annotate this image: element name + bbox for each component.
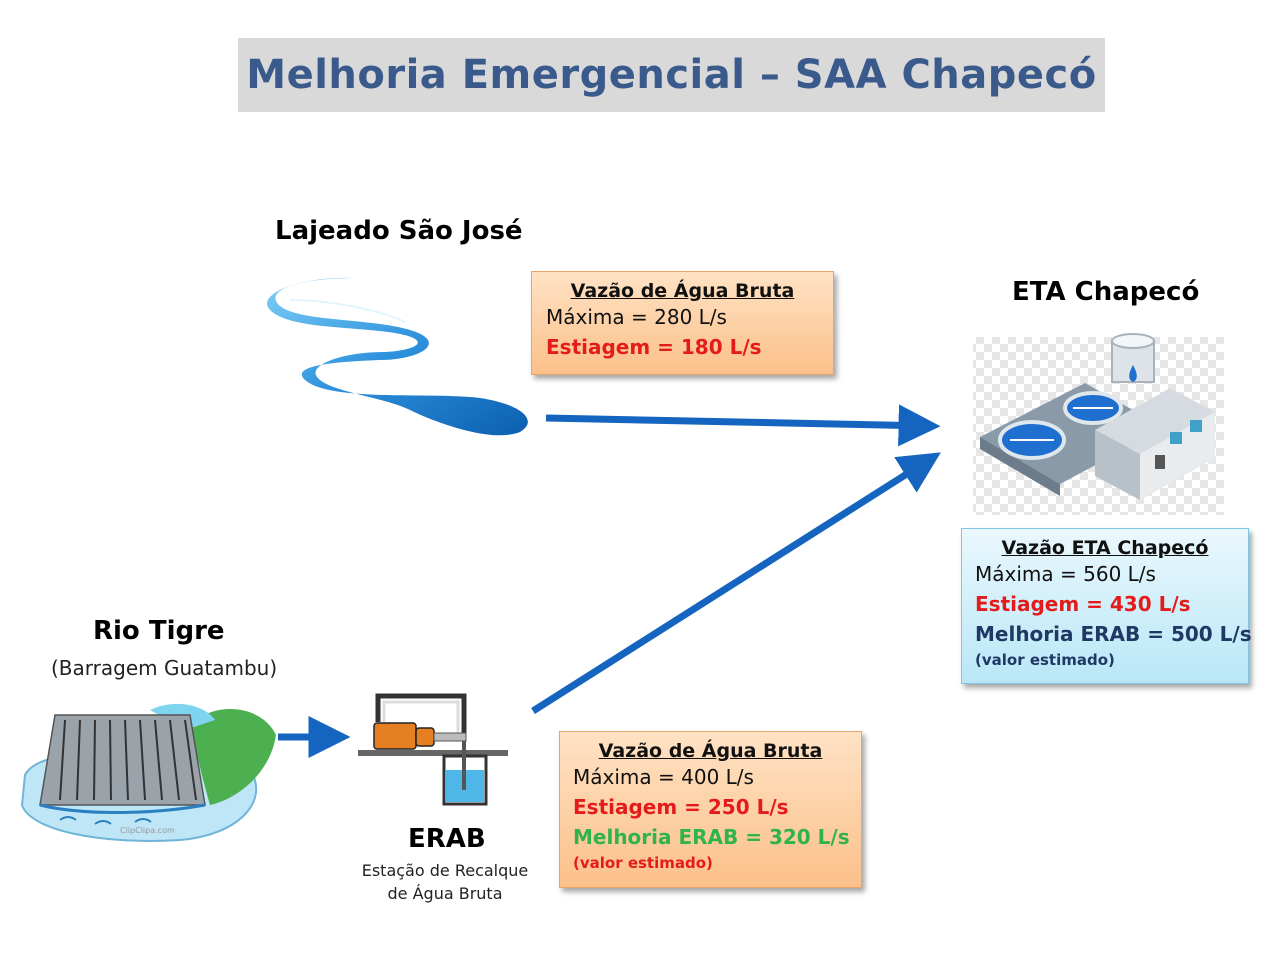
rio-flow-note: (valor estimado)	[573, 854, 713, 872]
rio-flow-box: Vazão de Água Bruta Máxima = 400 L/s Est…	[559, 731, 862, 888]
erab-desc-line1: Estação de Recalque	[361, 861, 529, 880]
eta-flow-note: (valor estimado)	[975, 651, 1115, 669]
lajeado-flow-estiagem: Estiagem = 180 L/s	[546, 335, 762, 359]
river-icon	[267, 277, 528, 436]
page-title: Melhoria Emergencial – SAA Chapecó	[246, 52, 1097, 98]
eta-flow-title: Vazão ETA Chapecó	[1001, 537, 1209, 559]
arrow-lajeado-eta	[545, 404, 941, 447]
erab-desc-line2: de Água Bruta	[387, 884, 503, 903]
dam-icon	[20, 703, 276, 842]
lajeado-label: Lajeado São José	[275, 216, 523, 246]
eta-flow-maxima: Máxima = 560 L/s	[975, 562, 1156, 586]
erab-label: ERAB	[408, 824, 486, 854]
lajeado-flow-box: Vazão de Água Bruta Máxima = 280 L/s Est…	[531, 271, 834, 375]
eta-label: ETA Chapecó	[1012, 277, 1200, 307]
eta-flow-box: Vazão ETA Chapecó Máxima = 560 L/s Estia…	[961, 528, 1252, 684]
lajeado-flow-title: Vazão de Água Bruta	[570, 280, 795, 302]
lajeado-flow-maxima: Máxima = 280 L/s	[546, 305, 727, 329]
arrow-erab-eta	[531, 452, 941, 714]
rio-flow-title: Vazão de Água Bruta	[598, 740, 823, 762]
water-treatment-plant-icon	[973, 333, 1224, 515]
eta-flow-estiagem: Estiagem = 430 L/s	[975, 592, 1191, 616]
rio-tigre-label: Rio Tigre	[93, 616, 225, 646]
rio-tigre-subtitle: (Barragem Guatambu)	[51, 656, 278, 680]
dam-watermark: ClipClipa.com	[120, 826, 175, 835]
pump-station-icon	[358, 693, 508, 806]
rio-flow-maxima: Máxima = 400 L/s	[573, 765, 754, 789]
rio-flow-estiagem: Estiagem = 250 L/s	[573, 795, 789, 819]
rio-flow-melhoria: Melhoria ERAB = 320 L/s	[573, 825, 850, 849]
eta-flow-melhoria: Melhoria ERAB = 500 L/s	[975, 622, 1252, 646]
title-bar: Melhoria Emergencial – SAA Chapecó	[238, 38, 1105, 112]
